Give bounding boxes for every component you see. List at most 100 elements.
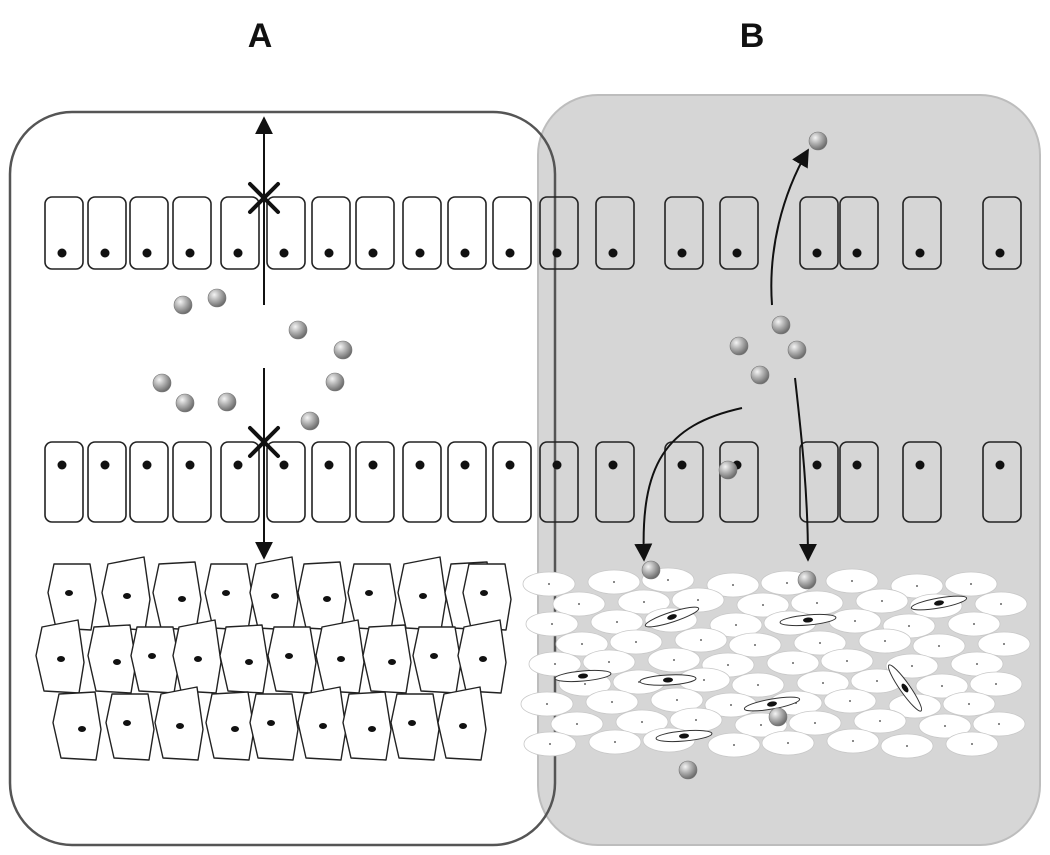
cell-nucleus [611, 701, 613, 703]
cell-nucleus [142, 460, 152, 470]
cell-nucleus [673, 659, 675, 661]
cell-nucleus [415, 460, 425, 470]
cell-nucleus [851, 580, 853, 582]
cell-nucleus [760, 724, 762, 726]
epithelial-cell [220, 196, 260, 270]
cell-nucleus [915, 248, 925, 258]
cell-nucleus [944, 725, 946, 727]
cell-nucleus [185, 248, 195, 258]
cell-nucleus [176, 723, 184, 729]
epithelial-cell [447, 196, 487, 270]
cell-nucleus [767, 701, 777, 707]
cell-nucleus [408, 720, 416, 726]
cell-nucleus [792, 662, 794, 664]
epithelial-cell [719, 196, 759, 270]
cell-nucleus [123, 720, 131, 726]
cell-nucleus [324, 460, 334, 470]
cell-nucleus [546, 703, 548, 705]
epithelial-cell [87, 441, 127, 523]
particle-sphere-icon [771, 315, 791, 335]
cell-nucleus [641, 721, 643, 723]
particle-sphere-icon [300, 411, 320, 431]
cell-nucleus [285, 653, 293, 659]
panel-a-label: A [248, 17, 273, 55]
tissue-cell [390, 693, 440, 761]
arrow-down-straight [794, 377, 817, 562]
dense-tissue-layer [35, 556, 512, 761]
cell-nucleus [852, 248, 862, 258]
cell-nucleus [995, 683, 997, 685]
cell-nucleus [976, 663, 978, 665]
cell-nucleus [968, 703, 970, 705]
epithelial-cell [982, 196, 1022, 270]
cell-nucleus [663, 677, 673, 683]
cell-nucleus [941, 685, 943, 687]
epithelial-cell [595, 441, 635, 523]
cell-nucleus [906, 745, 908, 747]
tissue-cell [267, 626, 317, 694]
epithelial-cell [220, 441, 260, 523]
cell-nucleus [819, 642, 821, 644]
cell-nucleus [608, 248, 618, 258]
cell-nucleus [57, 460, 67, 470]
cell-nucleus [608, 460, 618, 470]
cell-nucleus [479, 656, 487, 662]
particle-sphere-icon [729, 336, 749, 356]
cell-nucleus [934, 600, 944, 606]
epithelial-cell [492, 196, 532, 270]
cell-nucleus [884, 640, 886, 642]
cell-nucleus [245, 659, 253, 665]
cell-nucleus [113, 659, 121, 665]
cell-nucleus [995, 248, 1005, 258]
tissue-cell [412, 626, 462, 694]
cell-nucleus [677, 248, 687, 258]
cell-nucleus [852, 740, 854, 742]
cell-nucleus [812, 460, 822, 470]
cell-nucleus [554, 663, 556, 665]
tissue-cell [105, 693, 155, 761]
cell-nucleus [548, 583, 550, 585]
epithelial-cell [355, 196, 395, 270]
tissue-cell [249, 693, 299, 761]
cell-nucleus [812, 248, 822, 258]
tissue-cell [219, 624, 269, 694]
tissue-cell [362, 624, 412, 694]
cell-nucleus [635, 641, 637, 643]
particle-sphere-icon [718, 460, 738, 480]
epithelial-cell [311, 196, 351, 270]
cell-nucleus [854, 620, 856, 622]
particle-sphere-icon [175, 393, 195, 413]
epithelial-layer-lower [44, 441, 1022, 523]
cell-nucleus [613, 581, 615, 583]
particle-sphere-icon [768, 707, 788, 727]
cell-nucleus [970, 583, 972, 585]
epithelial-cell [839, 441, 879, 523]
cell-nucleus [430, 653, 438, 659]
cell-nucleus [915, 460, 925, 470]
cell-nucleus [279, 248, 289, 258]
particle-sphere-icon [207, 288, 227, 308]
epithelial-layer-upper [44, 196, 1022, 270]
cell-nucleus [732, 248, 742, 258]
cell-nucleus [233, 248, 243, 258]
cell-nucleus [814, 722, 816, 724]
cell-nucleus [695, 719, 697, 721]
tissue-cell [342, 691, 392, 761]
particle-sphere-icon [217, 392, 237, 412]
cell-nucleus [100, 460, 110, 470]
cell-nucleus [1000, 603, 1002, 605]
cell-nucleus [995, 460, 1005, 470]
cell-nucleus [822, 682, 824, 684]
x-mark-icon [248, 182, 280, 214]
particle-sphere-icon [173, 295, 193, 315]
cell-nucleus [459, 723, 467, 729]
cell-nucleus [616, 621, 618, 623]
tissue-cell [87, 624, 137, 694]
particle-sphere-icon [678, 760, 698, 780]
cell-nucleus [754, 644, 756, 646]
epithelial-cell [44, 441, 84, 523]
cell-nucleus [123, 593, 131, 599]
loose-tissue-layer [520, 567, 1031, 759]
cell-nucleus [78, 726, 86, 732]
